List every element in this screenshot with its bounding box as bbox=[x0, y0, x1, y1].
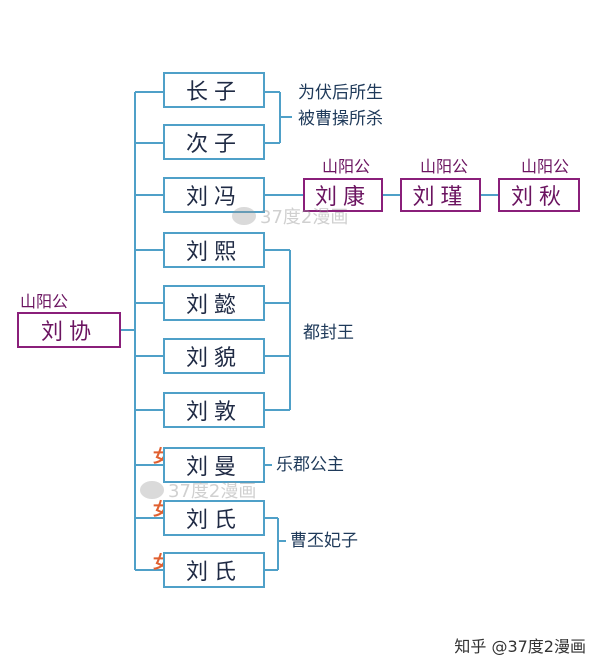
shi-note: 曹丕妃子 bbox=[290, 531, 358, 551]
man-note: 乐郡公主 bbox=[276, 455, 344, 475]
node-liu-shi-2: 刘氏 bbox=[163, 552, 265, 588]
root-node-liu-xie: 刘协 bbox=[17, 312, 121, 348]
watermark-2: 37度2漫画 bbox=[140, 477, 256, 503]
corner-watermark: 知乎 @37度2漫画 bbox=[454, 637, 586, 656]
node-liu-shi-1: 刘氏 bbox=[163, 500, 265, 536]
wechat-logo-icon bbox=[140, 481, 164, 499]
node-liu-kang: 刘康 bbox=[303, 178, 383, 212]
watermark-1: 37度2漫画 bbox=[232, 203, 348, 229]
root-title: 山阳公 bbox=[20, 292, 69, 311]
node-liu-feng: 刘冯 bbox=[163, 177, 265, 213]
dukes-note: 都封王 bbox=[303, 323, 354, 343]
node-liu-jin: 刘瑾 bbox=[400, 178, 481, 212]
node-second-son: 次子 bbox=[163, 124, 265, 160]
wechat-logo-icon bbox=[232, 207, 256, 225]
sons-note-line1: 为伏后所生 bbox=[298, 83, 383, 103]
node-liu-xi: 刘熙 bbox=[163, 232, 265, 268]
node-liu-dun: 刘敦 bbox=[163, 392, 265, 428]
node-liu-mao: 刘貌 bbox=[163, 338, 265, 374]
successor-title-2: 山阳公 bbox=[420, 157, 469, 176]
successor-title-3: 山阳公 bbox=[521, 157, 570, 176]
successor-title-1: 山阳公 bbox=[322, 157, 371, 176]
watermark-1-text: 37度2漫画 bbox=[260, 207, 349, 228]
node-liu-qiu: 刘秋 bbox=[498, 178, 580, 212]
node-eldest-son: 长子 bbox=[163, 72, 265, 108]
node-liu-yi: 刘懿 bbox=[163, 285, 265, 321]
node-liu-man: 刘曼 bbox=[163, 447, 265, 483]
sons-note-line2: 被曹操所杀 bbox=[298, 109, 383, 129]
watermark-2-text: 37度2漫画 bbox=[168, 481, 257, 502]
